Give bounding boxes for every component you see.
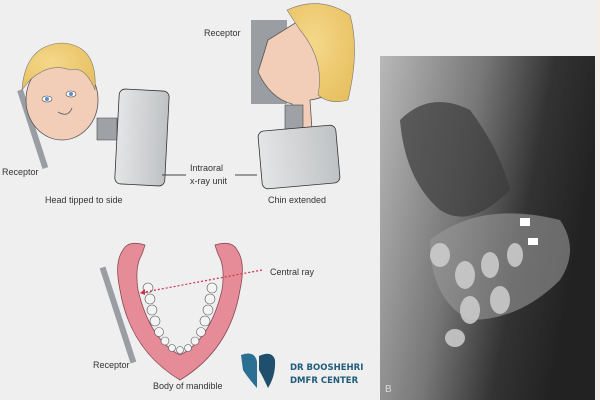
receptor-top-label: Receptor (204, 28, 241, 38)
radiograph-panel-label: B (385, 384, 392, 395)
receptor-left-label: Receptor (2, 167, 39, 177)
radiograph-image: B (380, 56, 595, 400)
chin-extended-caption: Chin extended (268, 195, 326, 205)
tooth-logo-icon (241, 353, 257, 388)
central-ray-label: Central ray (270, 267, 315, 277)
xray-cone-left (96, 117, 118, 141)
central-ray-line (139, 269, 263, 294)
mandible-diagram (99, 242, 263, 381)
clinic-logo: DR BOOSHEHRI DMFR CENTER (241, 353, 363, 388)
head-tipped-figure (17, 42, 170, 187)
intraoral-label-line2: x-ray unit (190, 176, 228, 186)
logo-line1: DR BOOSHEHRI (290, 363, 363, 373)
receptor-left-plate (17, 89, 49, 169)
xray-unit-right (257, 124, 341, 190)
xray-cone-right (284, 104, 304, 131)
right-page-edge (595, 0, 600, 400)
head-tipped-caption: Head tipped to side (45, 195, 123, 205)
central-ray-arrowhead (140, 289, 145, 295)
intraoral-label-line1: Intraoral (190, 163, 223, 173)
xray-unit-left (114, 88, 170, 187)
logo-line2: DMFR CENTER (290, 376, 359, 386)
mandible-shape (117, 242, 243, 381)
receptor-bottom-label: Receptor (93, 360, 130, 370)
receptor-bottom-plate (99, 266, 137, 364)
body-of-mandible-caption: Body of mandible (153, 381, 223, 391)
chin-extended-figure (251, 3, 355, 190)
